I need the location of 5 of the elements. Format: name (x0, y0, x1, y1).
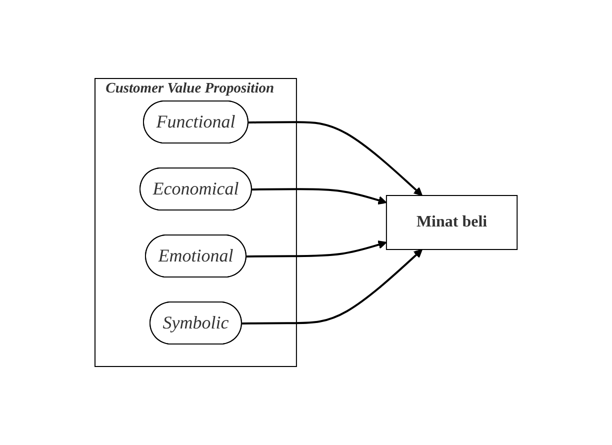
arrow (252, 188, 387, 205)
node-box: Minat beli (386, 195, 518, 250)
arrow (242, 249, 422, 324)
arrow (246, 240, 387, 258)
arrow (248, 121, 422, 196)
